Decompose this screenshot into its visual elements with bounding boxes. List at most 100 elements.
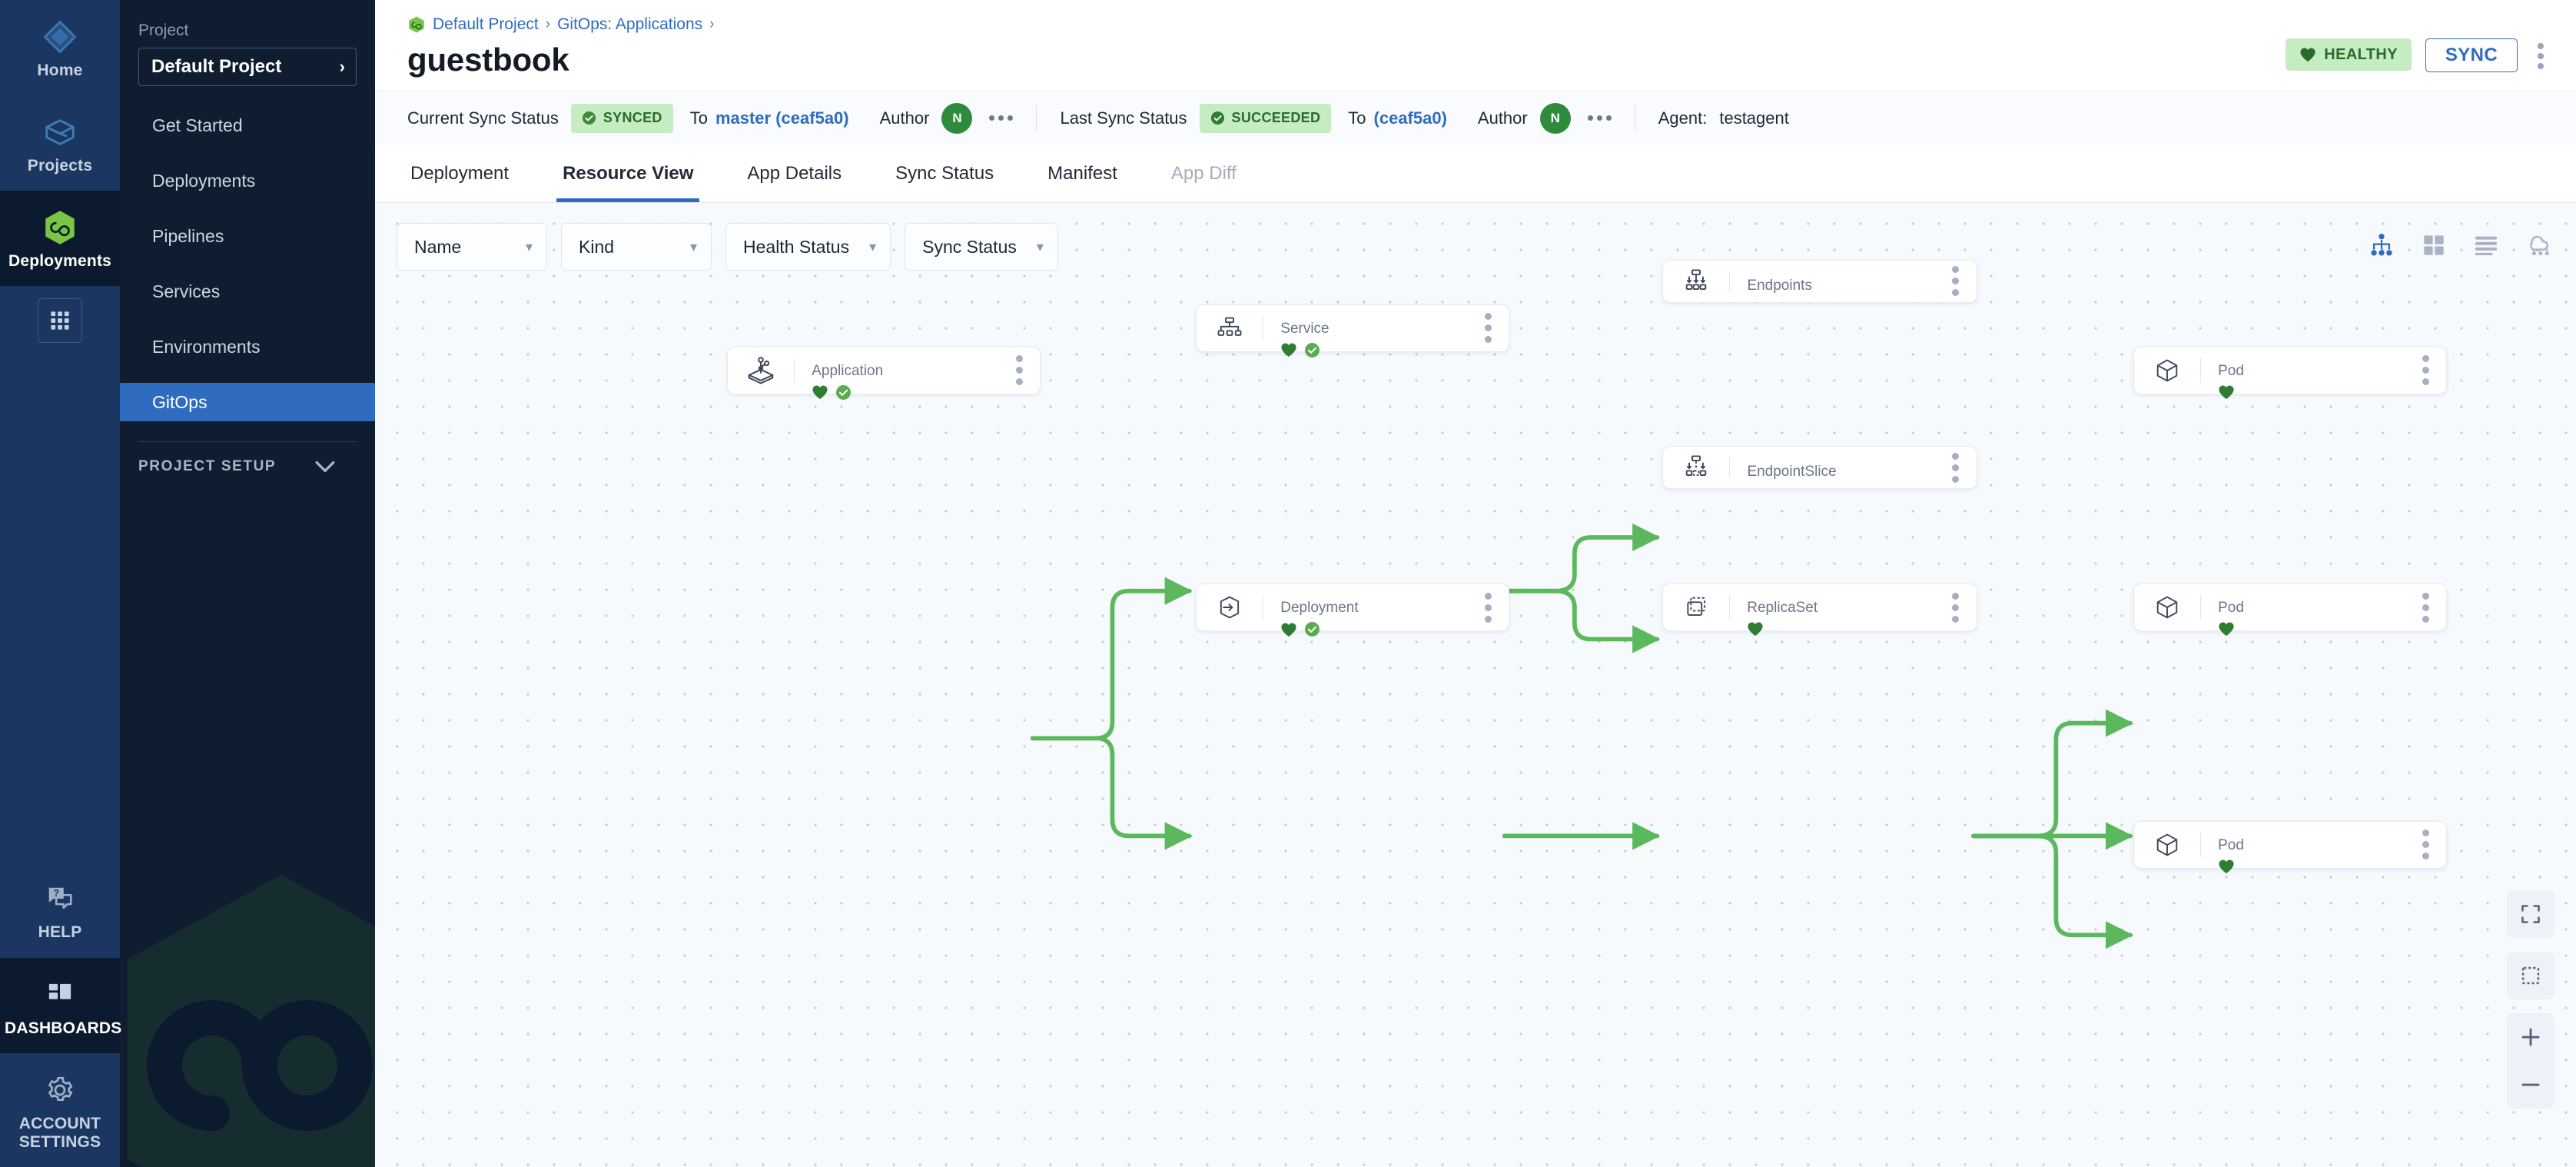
graph-node-service[interactable]: guestbook-ui Service [1196, 304, 1510, 357]
resource-graph-canvas[interactable]: Name ▾ Kind ▾ Health Status ▾ Sync Statu… [375, 203, 2576, 1167]
node-kind: ReplicaSet [1747, 600, 1818, 617]
node-kind: Deployment [1280, 600, 1359, 617]
sidebar-item-services[interactable]: Services [138, 272, 357, 311]
tab-deployment[interactable]: Deployment [407, 145, 512, 202]
graph-node-replicaset[interactable]: guestbook-ui-5b64f69597 ReplicaSet [1662, 584, 1977, 637]
check-circle-icon [1305, 342, 1320, 357]
icon-rail: Home Projects Deployments [0, 0, 121, 1167]
edge-service-to-endpointslice [1502, 588, 1661, 653]
edge-service-to-endpoints [1502, 523, 1661, 593]
last-sync-status-badge-label: SUCCEEDED [1231, 110, 1321, 125]
node-more-menu-icon[interactable] [1935, 584, 1977, 630]
node-more-menu-icon[interactable] [1935, 447, 1977, 488]
rail-item-account-settings[interactable]: ACCOUNT SETTINGS [0, 1052, 120, 1167]
agent-label: Agent: [1658, 108, 1708, 128]
node-more-menu-icon[interactable] [2405, 822, 2446, 868]
sidebar-label-environments: Environments [152, 336, 261, 357]
node-more-menu-icon[interactable] [998, 347, 1040, 394]
last-sync-revision-link[interactable]: (ceaf5a0) [1373, 108, 1447, 128]
sync-button[interactable]: SYNC [2425, 38, 2518, 72]
header-more-menu-icon[interactable] [2531, 38, 2550, 74]
filter-sync-status[interactable]: Sync Status ▾ [905, 223, 1058, 271]
sidebar-watermark-logo [128, 875, 375, 1167]
node-more-menu-icon[interactable] [1467, 584, 1509, 630]
rail-item-deployments[interactable]: Deployments [0, 191, 120, 287]
chevron-right-icon: › [339, 57, 345, 76]
sidebar-divider [138, 441, 357, 442]
sidebar-label-deployments: Deployments [152, 170, 256, 191]
node-body: guestbook Application [795, 347, 998, 400]
network-view-icon[interactable] [2522, 229, 2554, 261]
list-view-icon[interactable] [2470, 229, 2502, 261]
current-author-avatar: N [941, 102, 973, 134]
grid-view-icon[interactable] [2418, 229, 2450, 261]
tab-sync-status[interactable]: Sync Status [892, 145, 997, 202]
tab-resource-view[interactable]: Resource View [556, 145, 700, 202]
node-more-menu-icon[interactable] [2405, 347, 2446, 394]
filter-kind[interactable]: Kind ▾ [561, 223, 712, 271]
heart-icon [2219, 385, 2234, 399]
filter-name[interactable]: Name ▾ [397, 223, 547, 271]
last-sync-status-label: Last Sync Status [1060, 108, 1187, 128]
filter-sync-status-label: Sync Status [922, 236, 1017, 257]
graph-node-endpointslice[interactable]: guestbook-ui-ncpmr EndpointSlice [1662, 446, 1977, 489]
graph-node-deployment[interactable]: guestbook-ui Deployment [1196, 584, 1510, 637]
node-more-menu-icon[interactable] [1467, 305, 1509, 351]
tab-bar: Deployment Resource View App Details Syn… [375, 145, 2576, 203]
node-more-menu-icon[interactable] [2405, 584, 2446, 630]
tree-view-icon[interactable] [2365, 229, 2398, 261]
node-divider [2200, 357, 2202, 383]
node-divider [2200, 595, 2202, 620]
graph-node-pod-3[interactable]: guestbook-ui-5b64f6959… Pod [2133, 820, 2448, 873]
sidebar-item-get-started[interactable]: Get Started [138, 106, 357, 145]
graph-node-pod-1[interactable]: guestbook-ui-5b64f6959… Pod [2133, 346, 2448, 399]
zoom-in-icon[interactable] [2507, 1013, 2554, 1061]
graph-node-pod-2[interactable]: guestbook-ui-5b64f6959… Pod [2133, 584, 2448, 637]
rail-item-projects[interactable]: Projects [0, 95, 120, 191]
node-divider [1729, 271, 1731, 291]
filter-health-status[interactable]: Health Status ▾ [725, 223, 891, 271]
project-setup-toggle[interactable]: PROJECT SETUP [138, 442, 357, 491]
node-status [812, 384, 998, 401]
node-status [2218, 621, 2405, 637]
last-author-more-icon[interactable] [1587, 115, 1612, 121]
rail-item-home[interactable]: Home [0, 0, 120, 96]
project-sidebar: Project Default Project › Get Started De… [120, 0, 375, 1167]
apps-grid-button[interactable] [38, 298, 82, 344]
sidebar-item-gitops[interactable]: GitOps [120, 383, 375, 421]
chevron-down-icon [315, 460, 335, 473]
node-status [1747, 621, 1935, 637]
rail-item-help[interactable]: ? HELP [0, 862, 120, 958]
project-selector[interactable]: Default Project › [138, 48, 357, 86]
breadcrumb-separator-1: › [545, 16, 551, 32]
tab-manifest[interactable]: Manifest [1044, 145, 1120, 202]
graph-layer: guestbook Application [375, 203, 2576, 1167]
rail-item-dashboards[interactable]: DASHBOARDS [0, 957, 121, 1053]
home-modules-icon [5, 17, 115, 57]
graph-node-application[interactable]: guestbook Application [727, 346, 1041, 400]
current-sync-revision-link[interactable]: master (ceaf5a0) [715, 108, 849, 128]
node-more-menu-icon[interactable] [1935, 261, 1977, 302]
fit-screen-icon[interactable] [2507, 890, 2554, 938]
sidebar-item-environments[interactable]: Environments [138, 327, 357, 366]
zoom-out-icon[interactable] [2507, 1061, 2554, 1109]
current-author-label: Author [879, 108, 930, 128]
node-status [2218, 859, 2405, 874]
graph-node-endpoints[interactable]: guestbook-ui Endpoints [1662, 259, 1977, 303]
sidebar-item-deployments[interactable]: Deployments [138, 161, 357, 200]
select-area-icon[interactable] [2507, 952, 2554, 999]
status-badge-healthy: HEALTHY [2286, 38, 2412, 71]
node-kind: Service [1280, 320, 1329, 337]
current-author-more-icon[interactable] [989, 115, 1014, 121]
breadcrumb-item-default-project[interactable]: Default Project [433, 15, 539, 33]
node-body: guestbook-ui-5b64f6959… Pod [2201, 822, 2405, 873]
tab-app-diff-label: App Diff [1170, 162, 1237, 184]
breadcrumb-item-gitops-applications[interactable]: GitOps: Applications [557, 15, 703, 33]
node-body: guestbook-ui Endpoints [1730, 261, 1935, 302]
tab-app-details[interactable]: App Details [744, 145, 845, 202]
check-circle-icon [582, 111, 596, 125]
sidebar-item-pipelines[interactable]: Pipelines [138, 217, 357, 255]
heart-icon [1281, 343, 1296, 357]
rail-bottom: ? HELP DASHBOARDS [0, 862, 121, 1167]
heart-icon [1281, 623, 1296, 637]
